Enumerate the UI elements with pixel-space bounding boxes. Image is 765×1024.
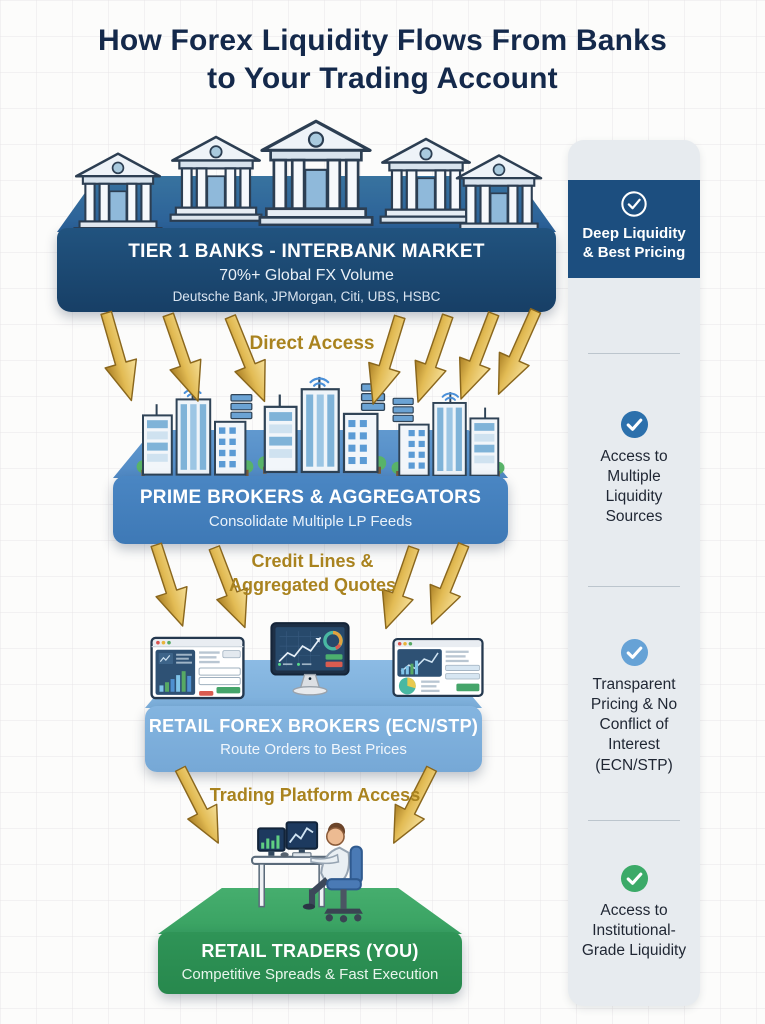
flow-label-line2: Aggregated Quotes (228, 575, 397, 596)
tier4-subtitle: Competitive Spreads & Fast Execution (181, 966, 439, 983)
benefit-deep-liquidity: Deep Liquidity & Best Pricing (568, 180, 700, 278)
tier3-subtitle: Route Orders to Best Prices (220, 741, 407, 758)
tier1-heading: TIER 1 BANKS - INTERBANK MARKET (128, 241, 485, 262)
benefit-label: Transparent Pricing & No Conflict of Int… (590, 676, 678, 774)
check-circle-icon (620, 638, 649, 667)
tier2-subtitle: Consolidate Multiple LP Feeds (208, 513, 413, 530)
benefit-transparent-pricing: Transparent Pricing & No Conflict of Int… (568, 638, 700, 776)
flow-label-platform-access: Trading Platform Access (209, 785, 421, 805)
flow-arrow-icon (89, 307, 150, 407)
check-circle-icon (620, 864, 649, 893)
flow-label-direct-access: Direct Access (249, 333, 375, 354)
tier4-banner: RETAIL TRADERS (YOU) Competitive Spreads… (158, 932, 462, 994)
page-title: How Forex Liquidity Flows From Banks to … (98, 24, 667, 96)
tier3-heading: RETAIL FOREX BROKERS (ECN/STP) (148, 716, 479, 736)
tier1-banks-list: Deutsche Bank, JPMorgan, Citi, UBS, HSBC (172, 289, 441, 304)
tier3-banner: RETAIL FOREX BROKERS (ECN/STP) Route Ord… (145, 706, 482, 772)
trading-dashboard-icon (392, 637, 484, 698)
flow-label-credit-lines: Credit Lines & Aggregated Quotes (190, 549, 435, 598)
benefit-label: Access to Institutional-Grade Liquidity (581, 902, 687, 960)
bank-icon (168, 134, 264, 222)
tier1-banner: TIER 1 BANKS - INTERBANK MARKET 70%+ Glo… (57, 228, 556, 312)
bank-icon (452, 153, 546, 237)
bank-icon (72, 151, 164, 235)
benefit-multiple-sources: Access to Multiple Liquidity Sources (568, 410, 700, 528)
flow-label-line1: Credit Lines & (251, 551, 374, 571)
benefit-label: Deep Liquidity & Best Pricing (582, 225, 686, 261)
tier1-subtitle: 70%+ Global FX Volume (219, 267, 394, 284)
check-circle-outline-icon (620, 190, 648, 218)
tier2-heading: PRIME BROKERS & AGGREGATORS (139, 487, 482, 508)
trading-monitor-icon (266, 620, 354, 702)
sidebar-divider (588, 586, 680, 587)
tier2-banner: PRIME BROKERS & AGGREGATORS Consolidate … (113, 476, 508, 544)
benefits-sidebar: Deep Liquidity & Best Pricing Access to … (568, 140, 700, 1006)
sidebar-divider (588, 353, 680, 354)
benefit-institutional-liquidity: Access to Institutional-Grade Liquidity (568, 864, 700, 961)
tier4-heading: RETAIL TRADERS (YOU) (201, 941, 419, 961)
trading-dashboard-icon (150, 636, 245, 700)
bank-icon (256, 118, 376, 226)
benefit-label: Access to Multiple Liquidity Sources (600, 448, 668, 526)
retail-trader-icon (250, 810, 372, 927)
check-circle-icon (620, 410, 649, 439)
sidebar-divider (588, 820, 680, 821)
